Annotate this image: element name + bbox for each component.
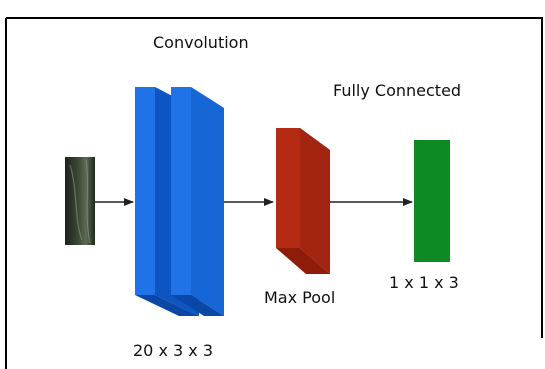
frame-border [6, 17, 543, 338]
label-convolution: Convolution [153, 33, 249, 52]
label-fully-connected: Fully Connected [333, 81, 461, 100]
fully-connected-block [414, 140, 450, 262]
label-max-pool: Max Pool [264, 288, 335, 307]
leaf-image-icon [65, 157, 95, 245]
label-fc-size: 1 x 1 x 3 [389, 273, 459, 292]
label-conv-size: 20 x 3 x 3 [133, 341, 213, 360]
max-pool-block [276, 128, 330, 274]
conv-block-2 [171, 87, 224, 316]
